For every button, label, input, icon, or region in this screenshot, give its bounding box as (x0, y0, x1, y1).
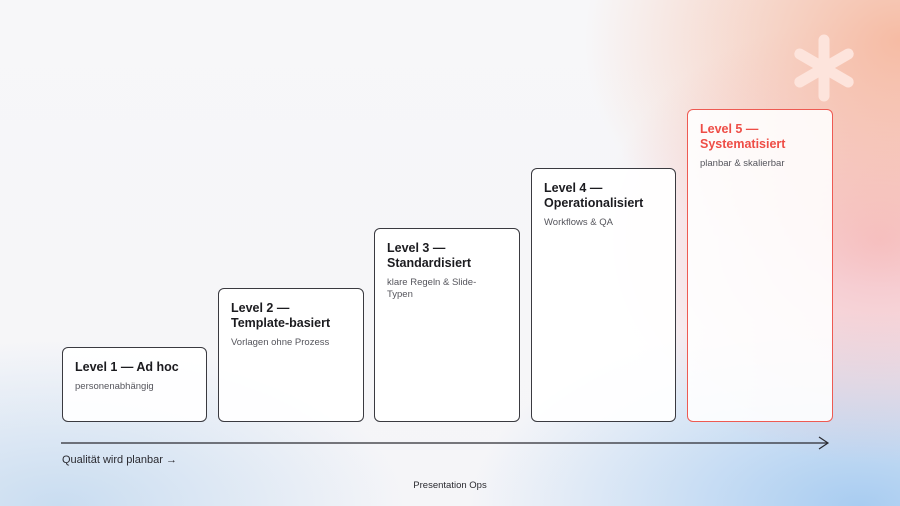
level-3-subtitle: klare Regeln & Slide-Typen (387, 277, 477, 300)
asterisk-icon (794, 34, 854, 102)
level-4-subtitle: Workflows & QA (544, 217, 613, 228)
level-1-title: Level 1 — Ad hoc (75, 360, 179, 374)
level-5-card: Level 5 — Systematisiert planbar & skali… (687, 109, 833, 422)
level-5-title: Level 5 — Systematisiert (700, 122, 786, 151)
level-2-subtitle: Vorlagen ohne Prozess (231, 337, 330, 348)
level-2-card: Level 2 — Template-basiert Vorlagen ohne… (218, 288, 364, 422)
level-3-title: Level 3 — Standardisiert (387, 241, 472, 270)
level-4-card: Level 4 — Operationalisiert Workflows & … (531, 168, 676, 422)
level-3-card: Level 3 — Standardisiert klare Regeln & … (374, 228, 520, 422)
level-2-title: Level 2 — Template-basiert (231, 301, 331, 330)
axis-label: Qualität wird planbar → (62, 454, 177, 466)
footer-text: Presentation Ops (413, 480, 487, 491)
level-4-title: Level 4 — Operationalisiert (544, 181, 644, 210)
level-5-subtitle: planbar & skalierbar (700, 158, 785, 169)
level-1-card: Level 1 — Ad hoc personenabhängig (62, 347, 207, 422)
progress-axis-arrow (61, 436, 830, 450)
level-1-subtitle: personenabhängig (75, 381, 154, 392)
